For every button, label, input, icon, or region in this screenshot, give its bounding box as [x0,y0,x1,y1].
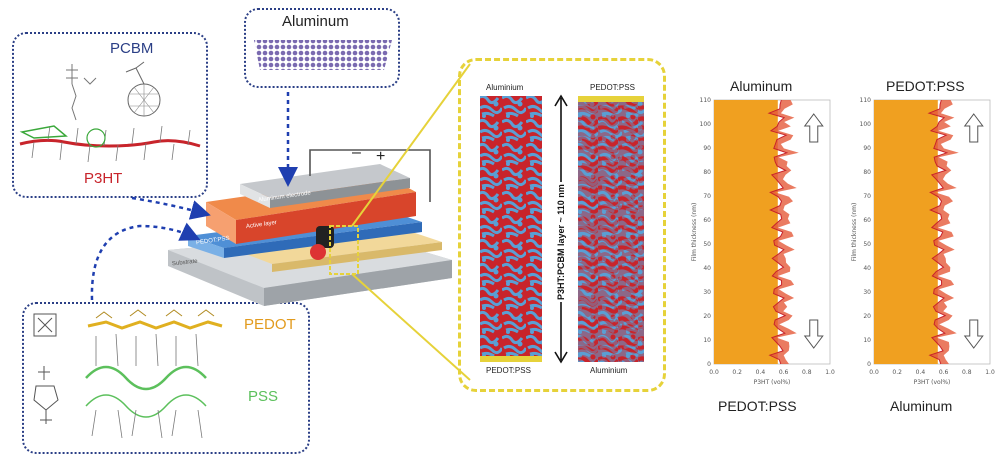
x-tick-label: 0.0 [869,369,879,376]
device-stack [168,149,452,306]
y-tick-label: 10 [863,337,871,344]
x-tick-label: 1.0 [825,369,835,376]
y-tick-label: 10 [703,337,711,344]
pss-label: PSS [248,388,279,405]
y-tick-label: 100 [860,121,872,128]
profile-right-bottom-label: Aluminum [890,398,953,414]
morphology-box [458,58,666,392]
profile-band [769,100,799,364]
y-axis-label: Film thickness (nm) [851,203,858,262]
down-arrow-icon [963,319,984,349]
profile-left-top-label: Aluminum [730,78,793,94]
aluminum-box [244,8,400,88]
profile-plot-right: 0 10 20 30 40 50 60 70 80 90 100 110 0.0 0.2 0.4 0.6 0.8… [851,97,995,386]
y-axis-label: Film thickness (nm) [691,203,698,262]
x-tick-label: 1.0 [985,369,995,376]
x-tick-label: 0.6 [779,369,789,376]
y-tick-label: 110 [860,97,872,104]
y-tick-label: 100 [700,121,712,128]
y-tick-label: 60 [863,217,871,224]
x-tick-label: 0.2 [892,369,902,376]
x-tick-label: 0.4 [916,369,926,376]
y-tick-label: 0 [867,361,871,368]
pedot-pss-box [22,302,310,454]
profile-band [929,100,959,364]
y-tick-label: 50 [863,241,871,248]
y-tick-label: 90 [703,145,711,152]
morph-left-bottom-label: PEDOT:PSS [486,366,531,375]
p3ht-fraction-area [714,100,778,364]
morph-right-bottom-label: Aluminium [590,366,628,375]
aluminum-lattice [254,40,392,70]
p3ht-label: P3HT [84,170,123,187]
morph-left-top-label: Aluminium [486,83,524,92]
y-tick-label: 70 [863,193,871,200]
y-tick-label: 80 [863,169,871,176]
y-tick-label: 30 [863,289,871,296]
pedot-pss-molecules [33,309,223,439]
down-arrow-icon [803,319,824,349]
y-tick-label: 20 [703,313,711,320]
profile-left-bottom-label: PEDOT:PSS [718,398,797,414]
x-tick-label: 0.2 [732,369,742,376]
x-axis-label: P3HT (vol%) [914,379,951,386]
p3ht-fraction-area [874,100,938,364]
y-tick-label: 90 [863,145,871,152]
y-tick-label: 80 [703,169,711,176]
profile-line [927,99,949,365]
up-arrow-icon [963,113,984,143]
y-tick-label: 50 [703,241,711,248]
x-tick-label: 0.6 [939,369,949,376]
pedot-label: PEDOT [244,316,296,333]
pcbm-label: PCBM [110,40,154,57]
x-tick-label: 0.8 [962,369,972,376]
x-axis-label: P3HT (vol%) [754,379,791,386]
y-tick-label: 0 [707,361,711,368]
morph-layer-label: P3HT:PCBM layer ~ 110 nm [556,182,566,302]
y-tick-label: 70 [703,193,711,200]
up-arrow-icon [803,113,824,143]
x-tick-label: 0.0 [709,369,719,376]
y-tick-label: 20 [863,313,871,320]
pcbm-p3ht-molecules [19,61,201,163]
y-tick-label: 30 [703,289,711,296]
profile-plot-left: 0 10 20 30 40 50 60 70 80 90 100 110 0.0 0.2 0.4 0.6 0.8… [691,97,835,386]
y-tick-label: 60 [703,217,711,224]
pcbm-p3ht-box [12,32,208,198]
minus-sign: – [352,144,361,161]
morph-right-top-label: PEDOT:PSS [590,83,635,92]
profile-right-top-label: PEDOT:PSS [886,78,965,94]
x-tick-label: 0.8 [802,369,812,376]
x-tick-label: 0.4 [756,369,766,376]
aluminum-box-label: Aluminum [282,13,349,30]
morphology-columns [480,94,644,364]
y-tick-label: 40 [703,265,711,272]
plus-sign: + [376,148,386,165]
y-tick-label: 110 [700,97,712,104]
profile-line [767,99,789,365]
y-tick-label: 40 [863,265,871,272]
